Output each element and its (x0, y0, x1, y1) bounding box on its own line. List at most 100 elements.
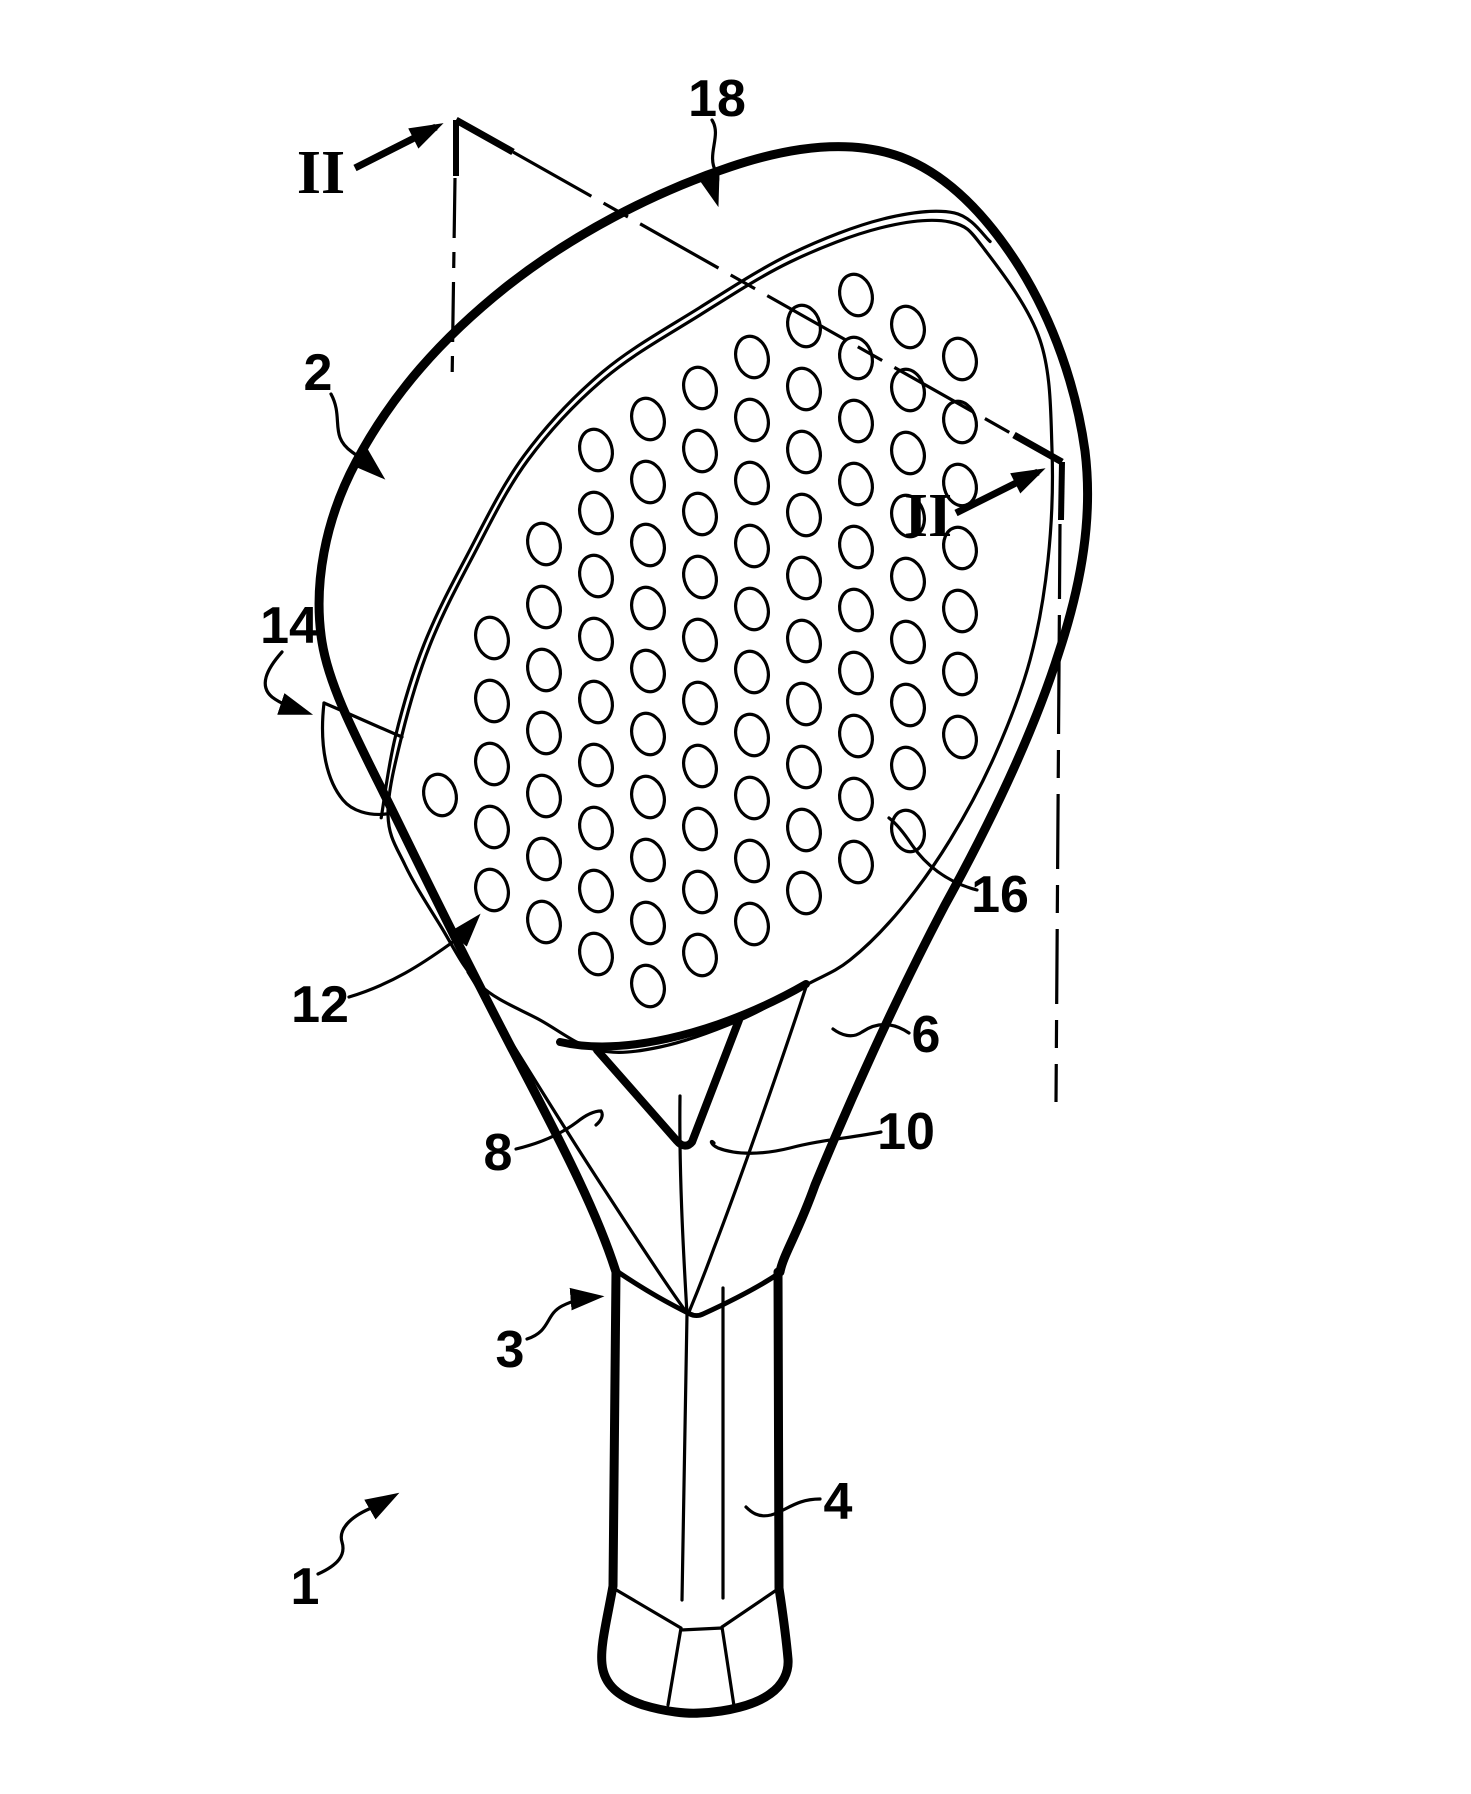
head-bottom-edge (556, 980, 810, 1051)
face-hole (942, 651, 978, 697)
leader-14 (263, 650, 314, 715)
ref-label-10: 10 (877, 1103, 935, 1161)
face-hole (838, 650, 874, 696)
leader-6 (831, 1023, 911, 1038)
face-hole (682, 743, 718, 789)
face-hole (734, 397, 770, 443)
ref-label-8: 8 (484, 1124, 513, 1182)
face-hole (942, 588, 978, 634)
face-hole (630, 837, 666, 883)
face-hole (578, 742, 614, 788)
face-outline (386, 218, 1055, 1054)
handle-collar-line (615, 1269, 781, 1318)
ref-label-14: 14 (260, 597, 318, 655)
face-hole (682, 869, 718, 915)
ref-label-12: 12 (291, 976, 349, 1034)
face-hole (682, 617, 718, 663)
leader-2 (329, 392, 386, 480)
face-hole (630, 585, 666, 631)
face-hole (682, 491, 718, 537)
leader-16 (887, 816, 979, 892)
face-holes-group (422, 272, 978, 1009)
face-hole (526, 899, 562, 945)
face-hole (578, 616, 614, 662)
head-outer-rim (314, 142, 1093, 1277)
face-hole (630, 396, 666, 442)
face-hole (942, 714, 978, 760)
face-hole (734, 460, 770, 506)
face-hole (890, 619, 926, 665)
ref-label-1: 1 (291, 1558, 320, 1616)
leader-1 (316, 1492, 400, 1576)
ref-label-4: 4 (824, 1473, 853, 1531)
face-hole (786, 618, 822, 664)
face-hole (734, 901, 770, 947)
face-hole (734, 712, 770, 758)
face-hole (890, 430, 926, 476)
face-hole (786, 744, 822, 790)
face-hole (786, 366, 822, 412)
face-hole (786, 681, 822, 727)
face-hole (890, 304, 926, 350)
face-hole (734, 838, 770, 884)
face-hole (474, 741, 510, 787)
face-hole (890, 808, 926, 854)
face-hole (942, 336, 978, 382)
face-hole (786, 870, 822, 916)
ref-label-16: 16 (971, 866, 1029, 924)
section-arrow-left (353, 123, 444, 172)
face-hole (526, 521, 562, 567)
face-hole (890, 682, 926, 728)
face-hole (630, 459, 666, 505)
leader-3 (525, 1287, 605, 1341)
throat-notch (593, 1016, 743, 1150)
face-hole (890, 493, 926, 539)
face-hole (526, 773, 562, 819)
face-hole (838, 335, 874, 381)
butt-chamfer-lines (611, 1586, 780, 1708)
face-hole (630, 648, 666, 694)
throat-ridge-right (687, 985, 808, 1314)
leader-4 (744, 1497, 822, 1518)
face-hole (526, 836, 562, 882)
face-hole (786, 303, 822, 349)
face-hole (474, 867, 510, 913)
face-hole (734, 775, 770, 821)
section-line-corner-right (1012, 431, 1064, 466)
face-hole (682, 365, 718, 411)
grip-facet-line-left (678, 1094, 689, 1602)
frame-inner-double-line (379, 209, 992, 820)
face-hole (578, 868, 614, 914)
face-hole (838, 398, 874, 444)
face-hole (630, 522, 666, 568)
leader-8 (514, 1109, 604, 1151)
face-hole (578, 490, 614, 536)
face-hole (786, 807, 822, 853)
face-hole (734, 586, 770, 632)
throat-ridge-left (466, 970, 689, 1315)
section-line-left-vertical-dashed (450, 177, 457, 387)
section-line-right-vertical-dashed (1054, 523, 1062, 1103)
face-hole (578, 679, 614, 725)
face-hole (578, 427, 614, 473)
face-hole (630, 900, 666, 946)
face-hole (474, 615, 510, 661)
face-hole (838, 524, 874, 570)
face-hole (682, 680, 718, 726)
section-arrow-right (954, 468, 1046, 517)
face-hole (838, 461, 874, 507)
face-hole (526, 584, 562, 630)
face-hole (422, 772, 458, 818)
face-hole (682, 932, 718, 978)
ref-label-18: 18 (688, 70, 746, 128)
face-hole (630, 711, 666, 757)
face-hole (526, 647, 562, 693)
face-hole (838, 776, 874, 822)
face-hole (838, 272, 874, 318)
face-hole (890, 367, 926, 413)
section-label-II-right: II (904, 482, 952, 550)
ref-label-2: 2 (304, 344, 333, 402)
face-hole (838, 713, 874, 759)
